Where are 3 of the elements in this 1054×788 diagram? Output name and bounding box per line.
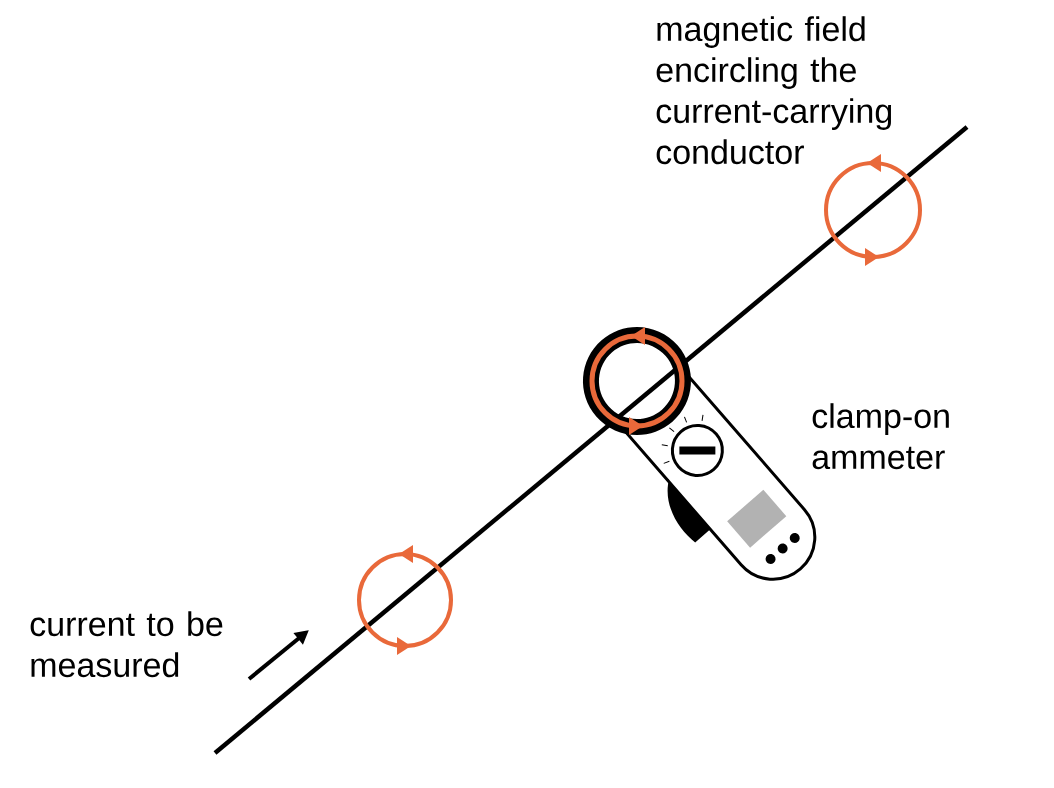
callout-text: current to be measured [30,611,223,678]
callout-text: clamp-on ammeter [812,403,949,470]
callout-text: magnetic field encircling the current-carrying conductor [656,16,892,165]
